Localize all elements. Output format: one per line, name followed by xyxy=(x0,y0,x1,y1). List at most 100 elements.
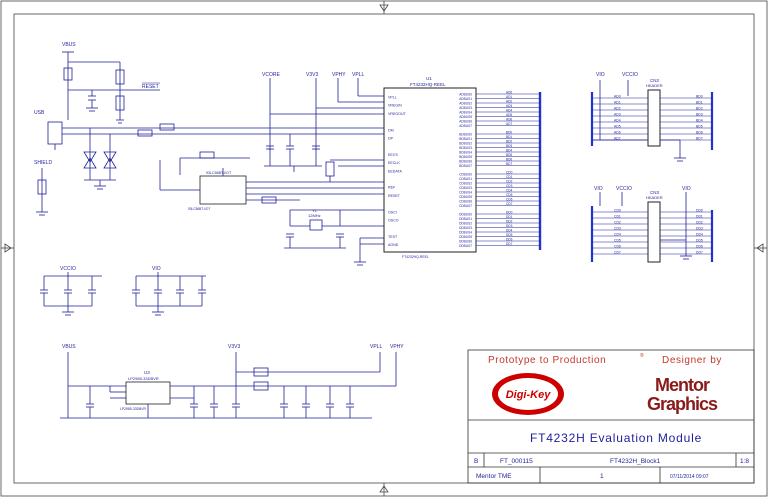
bus-net-label: BD1 xyxy=(506,135,512,139)
bus-net-label: CD5 xyxy=(506,193,513,197)
revision: B xyxy=(474,458,478,465)
u1-right-pin-label: CDBUS3 xyxy=(459,186,472,190)
header-pin-label-right: BD1 xyxy=(696,100,703,104)
header-pin-label-left: AD4 xyxy=(614,118,621,122)
mentor-graphics-logo: Mentor Graphics xyxy=(647,375,719,414)
bus-net-label: BD0 xyxy=(506,131,512,135)
design-title: FT4232H Evaluation Module xyxy=(530,431,702,445)
vphy-ldo-label: VPHY xyxy=(390,344,404,350)
vio-label: VIO xyxy=(596,72,605,78)
vio-label-cn3: VIO xyxy=(594,186,603,192)
u1-right-pin-label: DDBUS0 xyxy=(459,212,472,216)
usb-connector-label: USB xyxy=(34,110,45,116)
u1-right-pin-label: CDBUS4 xyxy=(459,190,472,194)
crystal-ref-label: Y1 xyxy=(312,208,318,213)
bus-net-label: CD0 xyxy=(506,171,513,175)
vccio-decoupling-label: VCCIO xyxy=(60,266,76,272)
header-pin-label-left: CD3 xyxy=(614,226,621,230)
crystal-freq-label: 12MHz xyxy=(308,213,321,218)
u1-right-pin-label: DDBUS2 xyxy=(459,221,472,225)
bus-net-label: DD6 xyxy=(506,238,513,242)
bus-net-label: BD3 xyxy=(506,144,512,148)
vio-label-cn3-right: VIO xyxy=(682,186,691,192)
u3-part-label: LP2985-33DBVR xyxy=(128,376,159,381)
u1-right-pin-label: BDBUS4 xyxy=(459,150,472,154)
ground-symbols-usb xyxy=(36,107,124,216)
date-stamp: 07/11/2014 09:07 xyxy=(670,474,709,480)
bus-net-label: AD1 xyxy=(506,95,512,99)
u1-right-pin-label: BDBUS1 xyxy=(459,137,472,141)
bus-net-label: AD7 xyxy=(506,122,512,126)
u1-right-pin-label: DDBUS6 xyxy=(459,239,472,243)
bus-net-label: DD0 xyxy=(506,211,513,215)
header-pin-label-right: DD3 xyxy=(696,226,703,230)
bus-net-label: CD1 xyxy=(506,175,513,179)
cn3-part-label: HEADER xyxy=(646,195,663,200)
cn3-pins: CD0CD1CD2CD3CD4CD5CD6CD7DD0DD1DD2DD3DD4D… xyxy=(592,208,712,254)
v3v3-label: V3V3 xyxy=(306,72,318,78)
vpll-label: VPLL xyxy=(352,72,364,78)
bus-net-label: DD4 xyxy=(506,229,513,233)
header-pin-label-left: CD7 xyxy=(614,250,621,254)
u1-right-pin-label: CDBUS5 xyxy=(459,195,472,199)
bus-net-label: BD4 xyxy=(506,149,512,153)
u1-right-pin-label: DDBUS3 xyxy=(459,226,472,230)
u1-right-pins: ADBUS0ADBUS1ADBUS2ADBUS3ADBUS4ADBUS5ADBU… xyxy=(459,92,472,248)
vpll-ldo-label: VPLL xyxy=(370,344,382,350)
u1-right-pin-label: ADBUS4 xyxy=(459,110,472,114)
u1-left-pin-label: TEST xyxy=(388,235,398,239)
bus-net-label: AD3 xyxy=(506,104,512,108)
u1-left-pin-label: OSCI xyxy=(388,210,397,214)
cn2-ref-label: CN2 xyxy=(650,78,659,83)
header-pin-label-right: DD6 xyxy=(696,244,703,248)
header-pin-label-left: CD4 xyxy=(614,232,621,236)
u1-right-pin-label: BDBUS6 xyxy=(459,159,472,163)
bus-net-label: DD2 xyxy=(506,220,513,224)
bus-net-label: AD0 xyxy=(506,91,512,95)
header-pin-label-right: DD0 xyxy=(696,208,703,212)
u1-right-pin-label: BDBUS0 xyxy=(459,132,472,136)
u3-footer-label: LP2985-33DBVR xyxy=(120,407,147,411)
u1-left-pin-label: REF xyxy=(388,186,396,190)
bus-net-label: BD2 xyxy=(506,140,512,144)
header-pin-label-left: AD1 xyxy=(614,100,621,104)
u1-right-pin-label: ADBUS7 xyxy=(459,124,472,128)
company-name: Mentor TME xyxy=(476,473,512,480)
u1-left-pin-label: EEDATA xyxy=(388,169,402,173)
bus-net-label: AD6 xyxy=(506,118,512,122)
header-pin-label-right: DD7 xyxy=(696,250,703,254)
header-pin-label-right: BD5 xyxy=(696,124,703,128)
header-pin-label-left: AD7 xyxy=(614,136,621,140)
u1-body xyxy=(383,87,477,253)
vphy-label: VPHY xyxy=(332,72,346,78)
reset-net-label: RESET xyxy=(142,84,159,90)
u3-ref-label: U3 xyxy=(144,370,150,375)
u1-right-pin-label: BDBUS3 xyxy=(459,146,472,150)
u1-ref-label: U1 xyxy=(426,76,432,81)
bus-net-label: DD5 xyxy=(506,233,513,237)
header-pin-label-left: CD0 xyxy=(614,208,621,212)
digikey-logo-text: Digi-Key xyxy=(506,389,552,401)
bus-net-label: AD4 xyxy=(506,109,512,113)
bus-net-label: AD5 xyxy=(506,113,512,117)
u1-left-pin-label: DM xyxy=(388,128,394,132)
u1-right-pin-label: DDBUS4 xyxy=(459,230,472,234)
bus-net-label: CD6 xyxy=(506,198,513,202)
header-pin-label-right: DD4 xyxy=(696,232,703,236)
ldo-section xyxy=(67,352,397,418)
registered-mark: ® xyxy=(640,352,644,359)
u1-right-pin-label: CDBUS0 xyxy=(459,172,472,176)
u1-right-pin-label: ADBUS5 xyxy=(459,115,472,119)
u1-left-pin-label: OSCO xyxy=(388,219,399,223)
block-name: FT4232H_Block1 xyxy=(610,458,661,465)
header-pin-label-right: DD2 xyxy=(696,220,703,224)
u1-left-pin-label: VREGIN xyxy=(388,104,402,108)
u1-left-pin-label: DP xyxy=(388,137,394,141)
header-pin-label-right: BD3 xyxy=(696,112,703,116)
u1-right-pin-label: DDBUS5 xyxy=(459,235,472,239)
bus-net-label: CD4 xyxy=(506,189,513,193)
u1-power-nets xyxy=(264,78,384,266)
u1-right-pin-label: ADBUS1 xyxy=(459,97,472,101)
u1-left-pins: VPLLVREGINVREGOUTDMDPEECSEECLKEEDATAREFR… xyxy=(388,96,407,248)
u1-right-pin-label: BDBUS7 xyxy=(459,164,472,168)
